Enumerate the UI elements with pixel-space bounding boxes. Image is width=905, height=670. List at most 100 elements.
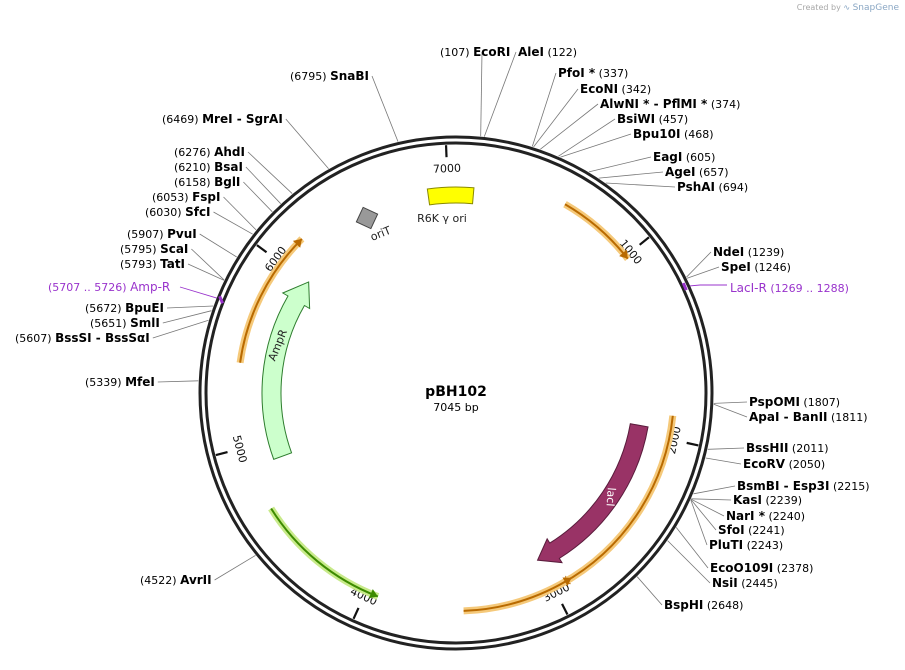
site-label-bpuei: (5672) BpuEI (85, 301, 164, 315)
site-label-ahdi: (6276) AhdI (174, 145, 245, 159)
orange-feature-arrow (463, 577, 573, 612)
site-label-econi: EcoNI (342) (580, 82, 651, 96)
site-leader-line (686, 251, 712, 278)
site-leader-line (540, 103, 599, 150)
site-leader-line (247, 151, 293, 194)
site-leader-line (690, 499, 708, 546)
site-leader-line (636, 576, 663, 606)
site-leader-line (152, 319, 209, 339)
primer-mark-amp-r (218, 295, 224, 304)
tick-mark (215, 451, 228, 457)
site-label-spei: SpeI (1246) (721, 260, 791, 274)
tick-mark (352, 607, 360, 620)
plasmid-backbone (198, 135, 714, 651)
site-label-bpu10i: Bpu10I (468) (633, 127, 714, 141)
snapgene-logo-icon: ∿ (843, 3, 851, 12)
site-label-fspi: (6053) FspI (152, 190, 220, 204)
site-label-kasi: KasI (2239) (733, 493, 802, 507)
r6k-ori-label: R6K γ ori (417, 212, 467, 225)
site-label-mfei: (5339) MfeI (85, 375, 155, 389)
site-leader-line (667, 540, 711, 584)
site-leader-line (245, 166, 281, 204)
green-feature-arrow (270, 507, 379, 598)
watermark-brand: SnapGene (852, 3, 899, 13)
site-label-sfci: (6030) SfcI (145, 205, 211, 219)
orange-feature-arrow-head (292, 238, 302, 248)
primer-leader-laci-r (688, 284, 727, 287)
site-label-bsmbi-esp3i: BsmBI - Esp3I (2215) (737, 479, 870, 493)
ampr-feature-arrow (261, 281, 311, 460)
orange-feature-arrow-halo (563, 201, 631, 261)
r6k-ori-feature (426, 186, 475, 206)
site-label-pluti: PluTI (2243) (709, 538, 783, 552)
site-leader-line (588, 156, 652, 173)
orange-feature-arrow-head (562, 577, 572, 587)
site-leader-line (187, 263, 225, 281)
site-label-alei: AleI (122) (518, 45, 577, 59)
plasmid-length: 7045 bp (433, 401, 478, 414)
primer-mark-laci-r (681, 282, 688, 291)
tick-mark (638, 236, 650, 246)
site-leader-line (690, 498, 725, 517)
site-label-nari: NarI * (2240) (726, 509, 805, 523)
site-label-bsssi-bsss-i: (5607) BssSI - BssSαI (15, 331, 150, 345)
site-leader-line (690, 499, 717, 531)
orange-feature-arrow (561, 415, 674, 585)
site-leader-line (223, 196, 257, 231)
site-label-sfoi: SfoI (2241) (718, 523, 785, 537)
tick-mark (561, 603, 569, 616)
site-leader-line (705, 457, 742, 465)
site-leader-line (713, 403, 748, 418)
site-labels: (107) EcoRI AleI (122) PfoI * (337) EcoNI (… (15, 45, 870, 612)
site-leader-line (213, 211, 253, 235)
site-label-apai-banii: ApaI - BanII (1811) (749, 410, 868, 424)
site-label-pshai: PshAI (694) (677, 180, 748, 194)
site-leader-line (157, 380, 199, 383)
site-label-mrei-sgrai: (6469) MreI - SgrAI (162, 112, 283, 126)
plasmid-name: pBH102 (425, 384, 487, 400)
site-label-pfoi: PfoI * (337) (558, 66, 628, 80)
primer-label-laci-r: LacI-R (1269 .. 1288) (730, 281, 849, 295)
site-label-ecori: (107) EcoRI (440, 45, 510, 59)
snapgene-watermark: Created by ∿ SnapGene (797, 3, 899, 13)
site-leader-line (533, 88, 579, 148)
site-label-bsai: (6210) BsaI (174, 160, 243, 174)
site-label-scai: (5795) ScaI (120, 242, 188, 256)
site-leader-line (675, 527, 709, 569)
tick-label: 7000 (433, 162, 461, 176)
site-label-eagi: EagI (605) (653, 150, 715, 164)
site-leader-line (713, 401, 748, 404)
orange-feature-arrow (239, 238, 303, 363)
laci-label: lacI (604, 487, 618, 507)
site-label-tati: (5793) TatI (120, 257, 185, 271)
site-leader-line (191, 248, 225, 281)
primer-leader-amp-r (179, 286, 218, 299)
orange-feature-arrow-head (619, 249, 628, 259)
site-leader-line (560, 133, 632, 158)
site-leader-line (243, 181, 273, 213)
site-label-pvui: (5907) PvuI (127, 227, 197, 241)
site-label-ndei: NdeI (1239) (713, 245, 784, 259)
site-leader-line (693, 485, 736, 495)
site-label-pspomi: PspOMI (1807) (749, 395, 840, 409)
site-label-bsshii: BssHII (2011) (746, 441, 828, 455)
site-label-ecoo109i: EcoO109I (2378) (710, 561, 813, 575)
site-leader-line (686, 266, 720, 279)
site-label-nsii: NsiI (2445) (712, 576, 778, 590)
site-leader-line (199, 233, 237, 258)
laci-feature-arrow (536, 423, 649, 564)
site-label-alwni-pflmi: AlwNI * - PflMI * (374) (600, 97, 740, 111)
site-leader-line (483, 51, 517, 137)
tick-mark (686, 441, 699, 447)
primer-label-amp-r: (5707 .. 5726) Amp-R (48, 280, 170, 294)
site-leader-line (371, 75, 399, 142)
tick-label: 5000 (230, 434, 250, 464)
site-leader-lines (152, 51, 748, 606)
site-leader-line (166, 305, 214, 309)
site-label-avrii: (4522) AvrII (140, 573, 212, 587)
orit-feature (355, 206, 379, 230)
green-feature-arrow-head (368, 589, 378, 599)
site-leader-line (531, 72, 557, 147)
site-leader-line (707, 447, 745, 450)
